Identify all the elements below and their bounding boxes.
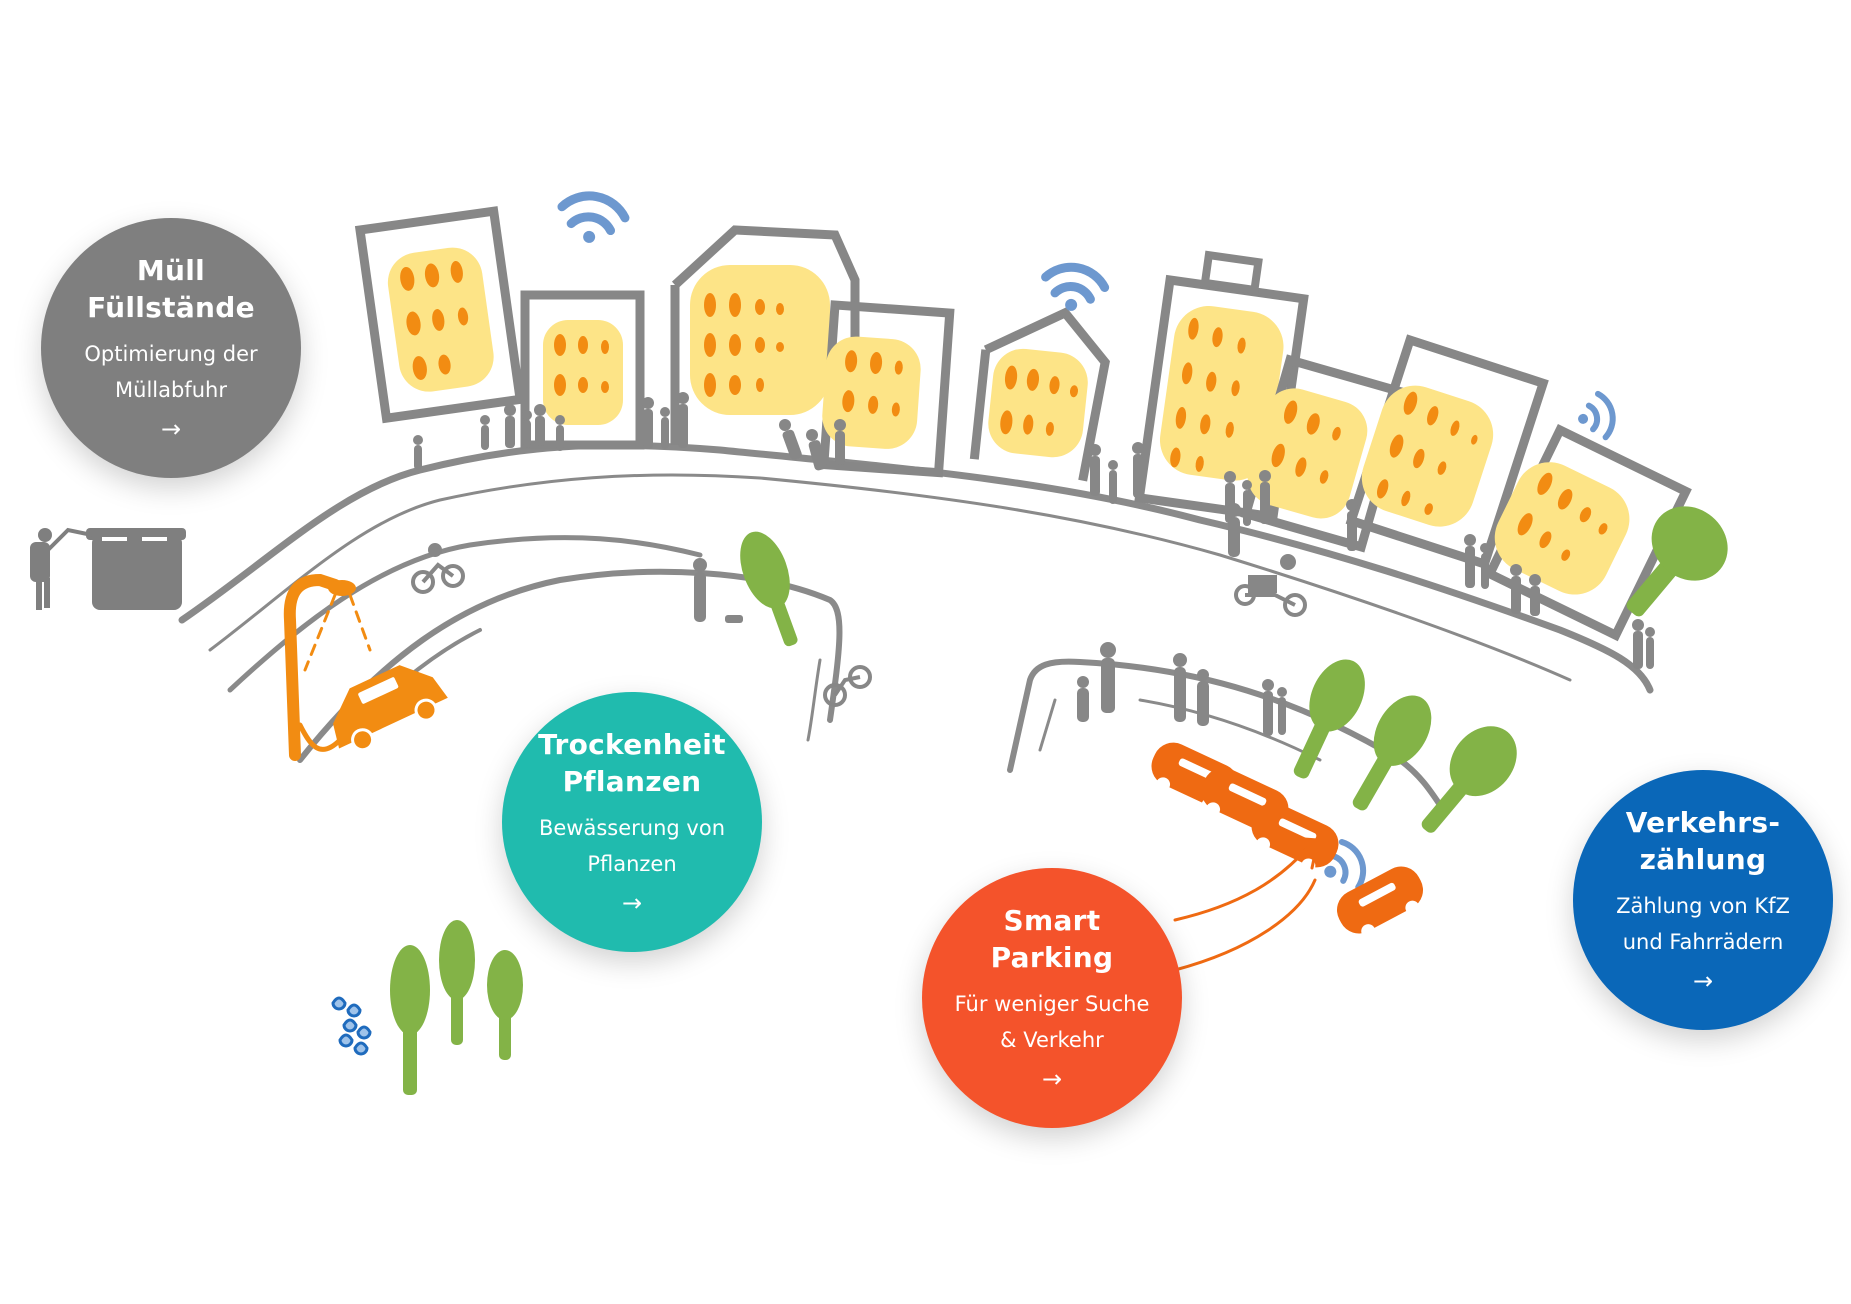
- wifi-icon: [1578, 390, 1616, 441]
- wifi-icon: [1041, 262, 1110, 311]
- water-drops-icon: [331, 996, 372, 1056]
- arrow-right-icon[interactable]: →: [621, 889, 643, 917]
- building: [520, 290, 645, 450]
- trash-bin: [86, 528, 186, 610]
- card-desc-line2: & Verkehr: [1000, 1028, 1104, 1052]
- tree-icon: [1352, 695, 1432, 811]
- card-title-line1: Verkehrs-: [1625, 806, 1781, 839]
- card-title-line2: Parking: [990, 941, 1114, 974]
- wifi-icon: [1324, 838, 1367, 891]
- bicycle-icon: [411, 543, 465, 594]
- parking-street: [1007, 658, 1443, 808]
- card-title-line2: Pflanzen: [562, 765, 702, 798]
- tree-icon: [1421, 726, 1517, 833]
- wifi-icon: [557, 191, 630, 243]
- tree-icon: [487, 950, 523, 1060]
- person-with-bin: [30, 527, 93, 610]
- card-title-line1: Smart: [1003, 904, 1101, 937]
- card-desc-line1: Zählung von KfZ: [1616, 894, 1790, 918]
- bicycle-icon: [823, 665, 872, 707]
- building: [1483, 423, 1692, 642]
- card-desc-line2: Müllabfuhr: [115, 378, 227, 402]
- electric-car: [333, 665, 448, 752]
- card-title-line2: zählung: [1639, 843, 1767, 876]
- building: [819, 300, 955, 478]
- tree-icon: [740, 531, 798, 647]
- card-desc-line1: Optimierung der: [84, 342, 258, 366]
- card-title-line1: Trockenheit: [538, 728, 726, 761]
- building: [670, 225, 860, 445]
- building: [354, 206, 526, 424]
- tree-icon: [1293, 659, 1365, 779]
- card-verkehrszaehlung[interactable]: Verkehrs-zählung Zählung von KfZ und Fahr…: [1573, 770, 1833, 1030]
- tree-icon: [390, 945, 430, 1095]
- buildings: [354, 206, 1692, 642]
- bicycles: [411, 543, 1307, 707]
- card-title-line2: Füllstände: [87, 291, 255, 324]
- street-lamp: [283, 573, 372, 761]
- tree-icon: [1626, 506, 1728, 617]
- arrow-right-icon[interactable]: →: [1041, 1065, 1063, 1093]
- building: [1134, 250, 1309, 522]
- arrow-right-icon[interactable]: →: [1692, 967, 1714, 995]
- card-title-line1: Müll: [136, 254, 206, 287]
- pedestrians: [413, 392, 1655, 736]
- card-desc-line1: Für weniger Suche: [954, 992, 1150, 1016]
- parking-arrow-icon: [1173, 836, 1320, 972]
- car-icon: [1336, 866, 1424, 939]
- card-desc-line2: und Fahrrädern: [1622, 930, 1784, 954]
- road-edge-lower: [208, 473, 1572, 682]
- trees: [390, 506, 1728, 1095]
- card-desc-line1: Bewässerung von: [538, 816, 726, 840]
- building: [1345, 334, 1549, 570]
- card-desc-line2: Pflanzen: [587, 852, 677, 876]
- building: [969, 307, 1110, 482]
- arrow-right-icon[interactable]: →: [160, 415, 182, 443]
- tree-icon: [439, 920, 475, 1045]
- cargo-bike-icon: [1234, 554, 1307, 617]
